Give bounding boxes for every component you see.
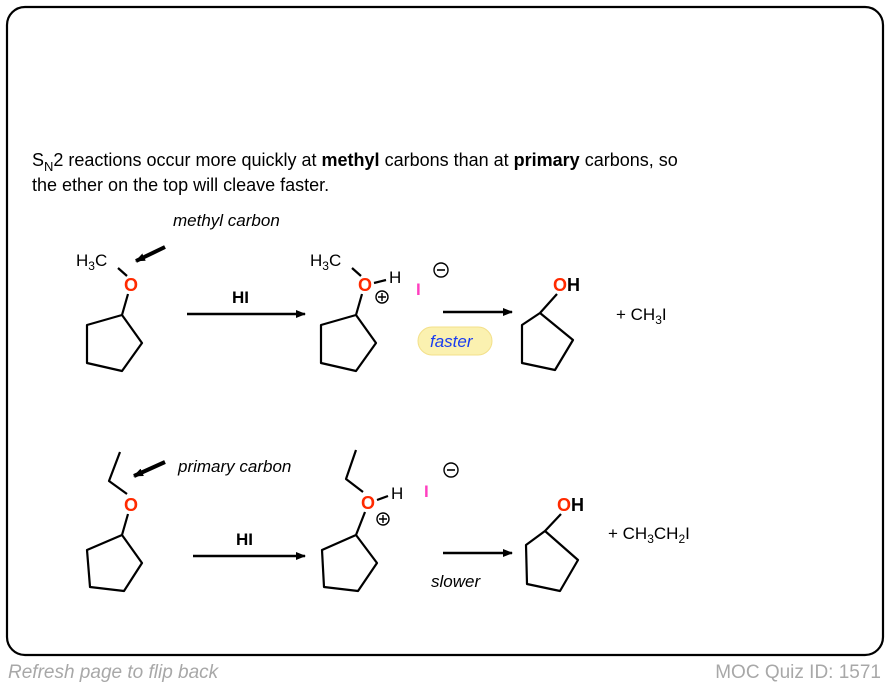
positive-charge-icon (375, 290, 389, 304)
primary-carbon-label: primary carbon (177, 457, 291, 476)
iodide-ion: I (424, 482, 429, 501)
cyclopentane-ring (85, 513, 144, 593)
oxygen-atom: O (358, 275, 372, 295)
hydrogen-atom: H (391, 484, 403, 503)
cyclopentanol-ring (520, 293, 575, 372)
hydrogen-atom: H (389, 268, 401, 287)
cyclopentane-ring (85, 293, 144, 373)
oxygen-atom: O (124, 275, 138, 295)
cyclopentane-ring (319, 293, 378, 373)
slower-label: slower (431, 572, 481, 591)
quiz-id: MOC Quiz ID: 1571 (715, 662, 881, 683)
ethyl-group (344, 449, 364, 493)
hydroxyl-group: OH (557, 495, 584, 515)
oxygen-atom: O (361, 493, 375, 513)
methyl-group: H3C (310, 251, 341, 273)
hydroxyl-group: OH (553, 275, 580, 295)
reagent-hi: HI (232, 288, 249, 307)
methyl-carbon-label: methyl carbon (173, 211, 280, 230)
refresh-hint-link[interactable]: Refresh page to flip back (8, 662, 220, 683)
explanation-line-1: SN2 reactions occur more quickly at meth… (32, 150, 678, 174)
ethyl-group (107, 451, 128, 495)
methyl-group: H3C (76, 251, 107, 273)
negative-charge-icon (433, 262, 449, 278)
byproduct-ethyl-iodide: + CH3CH2I (608, 524, 690, 546)
reaction-top: methyl carbon H3C O HI H3C O H I faster … (76, 211, 667, 373)
reagent-hi: HI (236, 530, 253, 549)
pointer-arrow-icon (135, 245, 166, 263)
pointer-arrow-icon (133, 460, 166, 478)
negative-charge-icon (443, 462, 459, 478)
cyclopentanol-ring (524, 513, 580, 593)
oxygen-atom: O (124, 495, 138, 515)
explanation-line-2: the ether on the top will cleave faster. (32, 175, 329, 195)
iodide-ion: I (416, 280, 421, 299)
faster-label: faster (430, 332, 474, 351)
positive-charge-icon (376, 512, 390, 526)
cyclopentane-ring (320, 511, 379, 593)
byproduct-methyl-iodide: + CH3I (616, 305, 667, 327)
faster-badge (417, 326, 493, 356)
reaction-bottom: primary carbon O HI O H I slower OH + CH… (85, 449, 690, 593)
